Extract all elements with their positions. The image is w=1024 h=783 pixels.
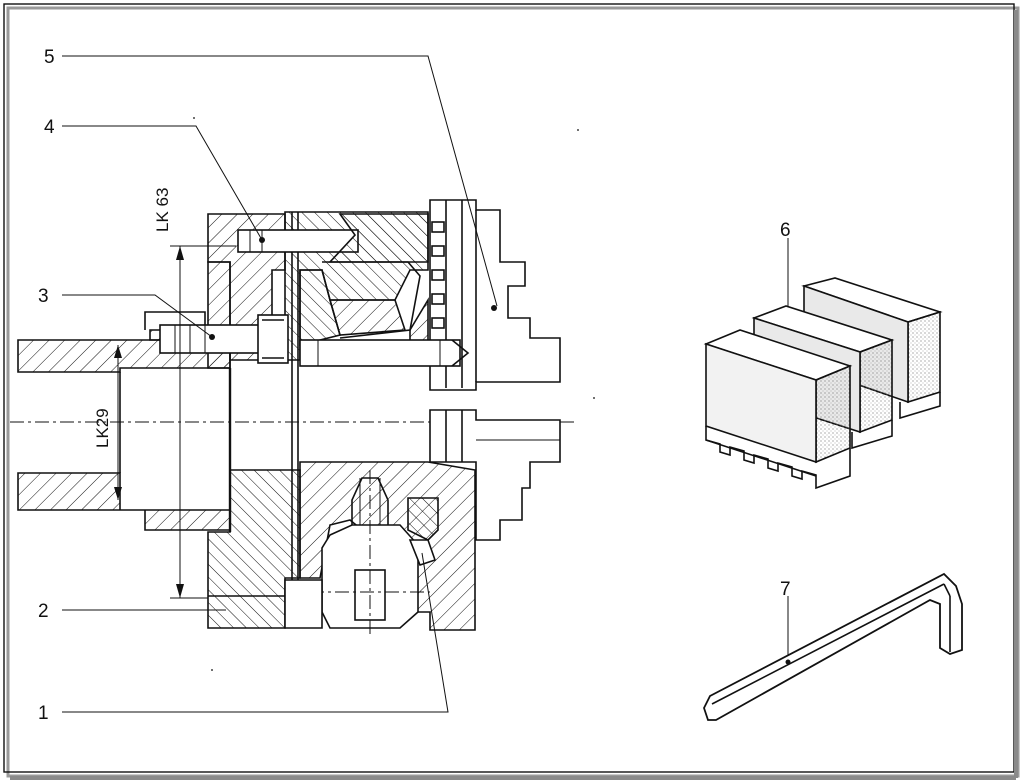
jaw-teeth-upper	[431, 221, 445, 329]
dimension-lk63: LK 63	[153, 188, 236, 599]
callout-labels: 5 4 3 2 1 6 7	[38, 47, 791, 724]
callout-4: 4	[44, 117, 55, 138]
callout-5: 5	[44, 47, 55, 68]
dimension-lk29: LK29	[93, 345, 122, 500]
leader-lines	[62, 55, 789, 713]
hex-key	[703, 572, 963, 721]
soft-jaw-front	[703, 329, 853, 490]
scan-specks	[193, 117, 595, 671]
screw-bolt-4	[237, 213, 429, 263]
callout-3: 3	[38, 286, 49, 307]
dimension-label-inner: LK29	[93, 408, 112, 448]
callout-1: 1	[38, 703, 49, 724]
callout-7: 7	[780, 579, 791, 600]
jaw-reference-dot	[491, 305, 497, 311]
chuck-body-lower	[284, 461, 476, 638]
screw-bolt-3	[159, 314, 470, 367]
soft-jaws-set	[703, 277, 943, 490]
dimension-label-outer: LK 63	[153, 188, 172, 232]
callout-6: 6	[780, 220, 791, 241]
chuck-face	[429, 199, 561, 541]
callout-2: 2	[38, 601, 49, 622]
sheet-border	[3, 3, 1020, 780]
